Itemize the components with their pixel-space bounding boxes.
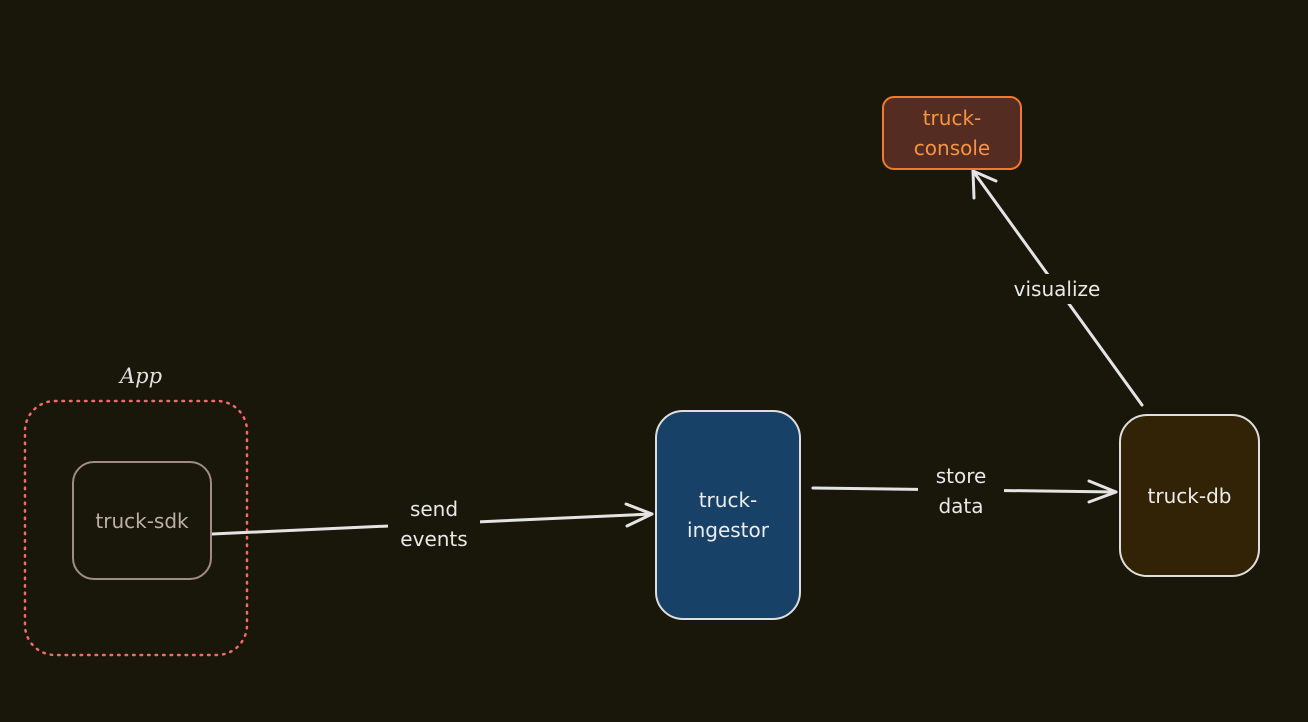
node-truck-ingestor[interactable]: truck- ingestor (655, 410, 801, 620)
node-truck-db[interactable]: truck-db (1119, 414, 1260, 577)
edge-label-visualize: visualize (1002, 274, 1112, 304)
edge-label-store-data: store data (918, 461, 1004, 521)
app-group-title: App (119, 364, 163, 388)
node-truck-console[interactable]: truck- console (882, 96, 1022, 170)
edge-label-send-events: send events (388, 494, 480, 554)
node-truck-sdk[interactable]: truck-sdk (72, 461, 212, 580)
